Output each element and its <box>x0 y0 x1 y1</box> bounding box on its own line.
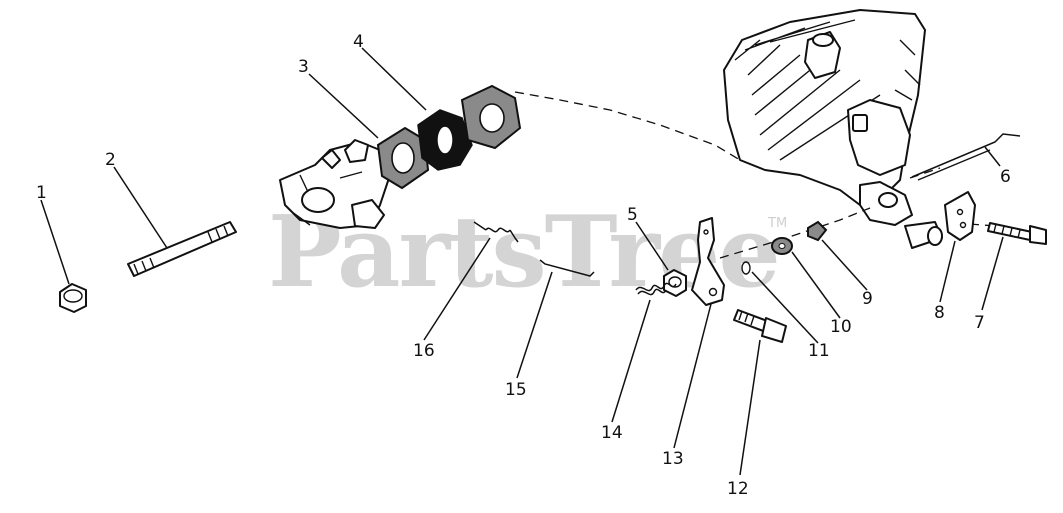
callout-12: 12 <box>727 479 749 499</box>
part-2-stud <box>127 221 237 277</box>
callout-1: 1 <box>36 183 47 203</box>
part-6-link-rod <box>911 133 1021 181</box>
part-3-gasket <box>376 126 430 190</box>
engine-block <box>723 9 926 226</box>
part-15-link <box>539 259 595 277</box>
part-10-washer <box>771 237 793 255</box>
part-7-screw <box>987 222 1047 245</box>
part-9-bushing <box>807 220 828 242</box>
part-1-nut <box>59 283 87 313</box>
part-16-spring <box>473 221 519 243</box>
alignment-line-intake <box>514 91 741 161</box>
part-14-spring <box>635 282 677 296</box>
part-11-ring <box>741 261 751 275</box>
callout-10: 10 <box>830 317 852 337</box>
callout-7: 7 <box>974 313 985 333</box>
callout-15: 15 <box>505 380 527 400</box>
part-13-lever <box>691 217 725 306</box>
watermark-trademark: TM <box>767 216 787 231</box>
carburetor <box>279 139 391 229</box>
callout-9: 9 <box>862 289 873 309</box>
callout-16: 16 <box>413 341 435 361</box>
callout-labels: 1 2 3 4 5 6 7 8 9 10 11 12 13 14 15 16 <box>36 32 1011 499</box>
part-12-bolt <box>733 309 787 343</box>
callout-8: 8 <box>934 303 945 323</box>
part-5-nut <box>663 269 687 297</box>
callout-14: 14 <box>601 423 623 443</box>
engine-side-gasket <box>460 84 522 150</box>
part-4-insulator <box>417 109 473 171</box>
callout-5: 5 <box>627 205 638 225</box>
callout-2: 2 <box>105 150 116 170</box>
callout-3: 3 <box>298 57 309 77</box>
leader-lines <box>40 47 1004 476</box>
callout-13: 13 <box>662 449 684 469</box>
part-8-bracket <box>904 191 976 249</box>
callout-4: 4 <box>353 32 364 52</box>
callout-11: 11 <box>808 341 830 361</box>
callout-6: 6 <box>1000 167 1011 187</box>
